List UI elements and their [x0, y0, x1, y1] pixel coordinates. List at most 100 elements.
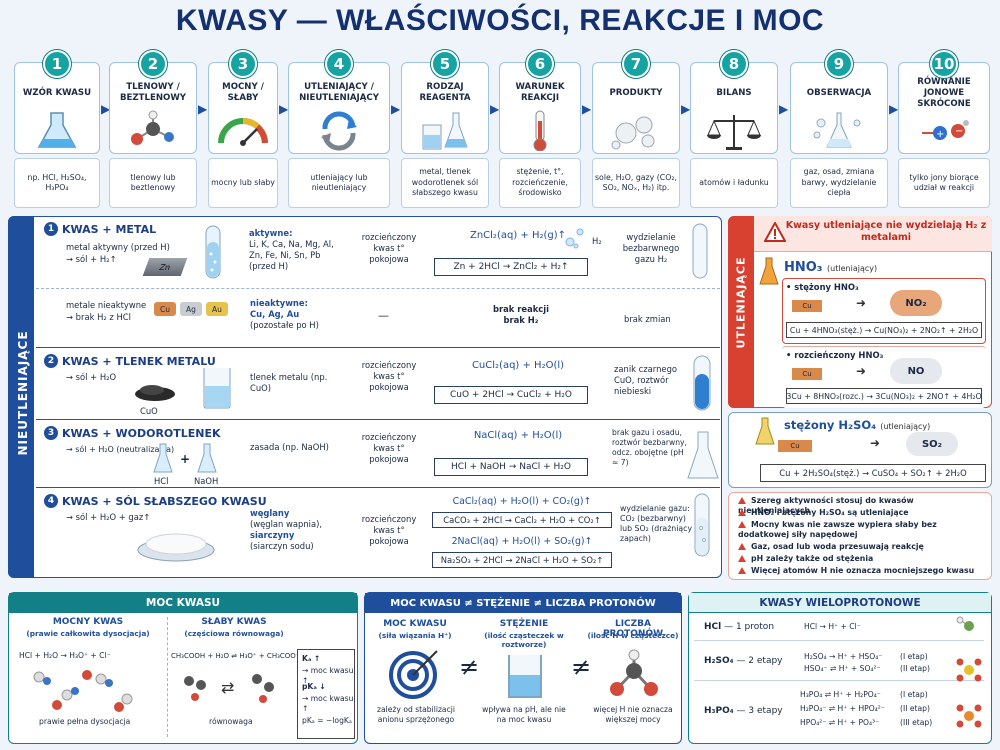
- target-icon: [389, 650, 438, 699]
- cuo-label: CuO: [140, 406, 158, 416]
- observation-text: brak gazu i osadu, roztwór bezbarwny, od…: [612, 428, 687, 467]
- hcl-row-label: HCl — 1 proton: [704, 622, 775, 632]
- note-item: Gaz, osad lub woda przesuwają reakcję: [738, 542, 988, 552]
- step-arrow-icon: ▶: [779, 102, 789, 116]
- ka-box: Kₐ ↑ → moc kwasu ↑ pKₐ ↓ → moc kwasu ↑ p…: [297, 649, 355, 739]
- step-number: 3: [229, 50, 257, 78]
- step-9: 9 OBSERWACJA gaz, osad, zmiana barwy, wy…: [790, 50, 888, 208]
- nonoxidizing-label: NIEUTLENIAJĄCE: [8, 216, 34, 578]
- step-label: UTLENIAJĄCY / NIEUTLENIAJĄCY: [299, 82, 379, 103]
- equation-box-1: CaCO₃ + 2HCl → CaCl₂ + H₂O + CO₂↑: [432, 512, 612, 528]
- hno3-title: HNO₃ (utleniający): [784, 260, 878, 275]
- h3po4-step1: H₃PO₄ ⇌ H⁺ + H₂PO₄⁻: [800, 690, 881, 699]
- step-arrow-icon: ▶: [101, 102, 111, 116]
- no2-cloud-icon: NO₂: [890, 290, 942, 316]
- col-concentration-title: STĘŻENIE: [499, 619, 549, 629]
- naoh-flask-icon: [197, 443, 217, 473]
- active-metal-text: metal aktywny (przed H): [66, 242, 170, 252]
- step-arrow-icon: ▶: [391, 102, 401, 116]
- inactive-metals-list: nieaktywne:Cu, Ag, Au(pozostałe po H): [250, 298, 319, 330]
- product-text: → sól + H₂O (neutralizacja): [66, 445, 175, 454]
- step-label: BILANS: [716, 87, 752, 98]
- col-strength-desc: zależy od stabilizacji anionu sprzężoneg…: [377, 705, 455, 724]
- col-protons-sub: (ilość H w cząsteczce): [587, 631, 679, 640]
- step-description: utleniający lub nieutleniający: [288, 158, 390, 208]
- flask-icon: [37, 112, 77, 148]
- step-7: 7 PRODUKTY sole, H₂O, gazy (CO₂, SO₂, NO…: [592, 50, 680, 208]
- products-text: NaCl(aq) + H₂O(l): [473, 430, 563, 441]
- hcl-flask-icon: [153, 443, 173, 473]
- panel-heading: MOC KWASU ≠ STĘŻENIE ≠ LICZBA PROTONÓW: [365, 593, 681, 613]
- note-item: pH zależy także od stężenia: [738, 554, 988, 564]
- col-protons-desc: więcej H nie oznacza większej mocy: [593, 705, 673, 724]
- active-metal-product: → sól + H₂↑: [66, 254, 117, 264]
- not-equal-sign: ≠: [459, 653, 480, 681]
- step-number: 2: [139, 50, 167, 78]
- condition-text: rozcieńczony kwas t° pokojowa: [361, 360, 417, 392]
- orange-flask-icon: [759, 257, 779, 285]
- thermometer-icon: [533, 110, 547, 152]
- scale-icon: [707, 115, 761, 150]
- step-5: 5 RODZAJ REAGENTA metal, tlenek wodorotl…: [401, 50, 489, 208]
- col-strength-title: MOC KWASU: [383, 619, 447, 629]
- note-item: Więcej atomów H nie oznacza mocniejszego…: [738, 566, 988, 576]
- svg-text:−: −: [955, 126, 963, 137]
- copper-icon: Cu: [792, 368, 822, 380]
- step-label: WARUNEK REAKCJI: [515, 82, 565, 103]
- step-label: PRODUKTY: [609, 87, 663, 98]
- step-8: 8 BILANS atomów i ładunku: [690, 50, 778, 208]
- beakers-icon: [422, 112, 468, 150]
- oxidizing-warning: Kwasy utleniające nie wydzielają H₂ z me…: [754, 216, 992, 252]
- page-title: KWASY — WŁAŚCIWOŚCI, REAKCJE I MOC: [175, 4, 825, 37]
- step-label: WZÓR KWASU: [22, 87, 92, 98]
- no-cloud-icon: NO: [890, 358, 942, 384]
- observation-text: zanik czarnego CuO, roztwór niebieski: [614, 364, 678, 396]
- condition-text: rozcieńczony kwas t° pokojowa: [361, 514, 417, 546]
- strength-vs-concentration-panel: MOC KWASU ≠ STĘŻENIE ≠ LICZBA PROTONÓW M…: [364, 592, 682, 744]
- step-4: 4 UTLENIAJĄCY / NIEUTLENIAJĄCY utleniają…: [288, 50, 390, 208]
- step-2: 2 TLENOWY / BEZTLENOWY tlenowy lub beztl…: [109, 50, 197, 208]
- oxidizing-label: UTLENIAJĄCE: [728, 216, 754, 408]
- step-arrow-icon: ▶: [490, 102, 500, 116]
- conc-hno3-label: • stężony HNO₃: [786, 282, 859, 292]
- copper-icon: Cu: [792, 300, 822, 312]
- h3po4-row-label: H₃PO₄ — 3 etapy: [704, 706, 783, 716]
- weak-acid-title: SŁABY KWAS: [201, 617, 267, 627]
- equation-box: Zn + 2HCl → ZnCl₂ + H₂↑: [434, 258, 588, 276]
- step-arrow-icon: ▶: [198, 102, 208, 116]
- step-1: 1 WZÓR KWASU np. HCl, H₂SO₄, H₃PO₄: [14, 50, 100, 208]
- panel-heading: KWASY WIELOPROTONOWE: [689, 593, 991, 613]
- col-strength-sub: (siła wiązania H⁺): [378, 631, 452, 640]
- h2so4-equation: Cu + 2H₂SO₄(stęż.) → CuSO₄ + SO₂↑ + 2H₂O: [760, 464, 986, 482]
- beaker-blue-icon: [203, 368, 231, 409]
- products-text-1: CaCl₂(aq) + H₂O(l) + CO₂(g)↑: [452, 496, 592, 507]
- cuo-powder-icon: [135, 385, 175, 401]
- note-item: Szereg aktywności stosuj do kwasów nieut…: [738, 496, 914, 515]
- process-steps: 1 WZÓR KWASU np. HCl, H₂SO₄, H₃PO₄▶2 TLE…: [14, 50, 990, 210]
- h2so4-step2: HSO₄⁻ ⇌ H⁺ + SO₄²⁻: [804, 664, 881, 673]
- strong-acid-caption: prawie pełna dysocjacja: [39, 717, 131, 726]
- acid-strength-panel: MOC KWASU MOCNY KWAS (prawie całkowita d…: [8, 592, 358, 744]
- col-concentration-sub: (ilość cząsteczek w roztworze): [484, 631, 564, 649]
- bubbles-icon: [611, 116, 655, 150]
- salt-reagent-text: węglany(węglan wapnia),siarczyny(siarczy…: [250, 508, 323, 551]
- step-10: 10 RÓWNANIE JONOWE SKRÓCONE +− tylko jon…: [898, 50, 990, 208]
- step-description: gaz, osad, zmiana barwy, wydzielanie cie…: [790, 158, 888, 208]
- warning-icon: [764, 222, 786, 242]
- condition-text: rozcieńczony kwas t° pokojowa: [361, 432, 417, 464]
- step-number: 4: [325, 50, 353, 78]
- so2-cloud-icon: SO₂: [906, 432, 958, 456]
- weak-acid-sub: (częściowa równowaga): [184, 629, 284, 638]
- hcl-label: HCl: [154, 476, 169, 486]
- acid-molecules-icon: [956, 616, 982, 728]
- strong-acid-equation: HCl + H₂O → H₃O⁺ + Cl⁻: [19, 651, 111, 660]
- h3po4-step2: H₂PO₄⁻ ⇌ H⁺ + HPO₄²⁻: [800, 704, 885, 713]
- molecule-model-icon: [610, 649, 658, 696]
- h2so4-step2-label: (II etap): [900, 664, 930, 673]
- step-description: atomów i ładunku: [690, 158, 778, 208]
- molecule-icon: [131, 110, 174, 145]
- svg-text:⇄: ⇄: [221, 678, 234, 697]
